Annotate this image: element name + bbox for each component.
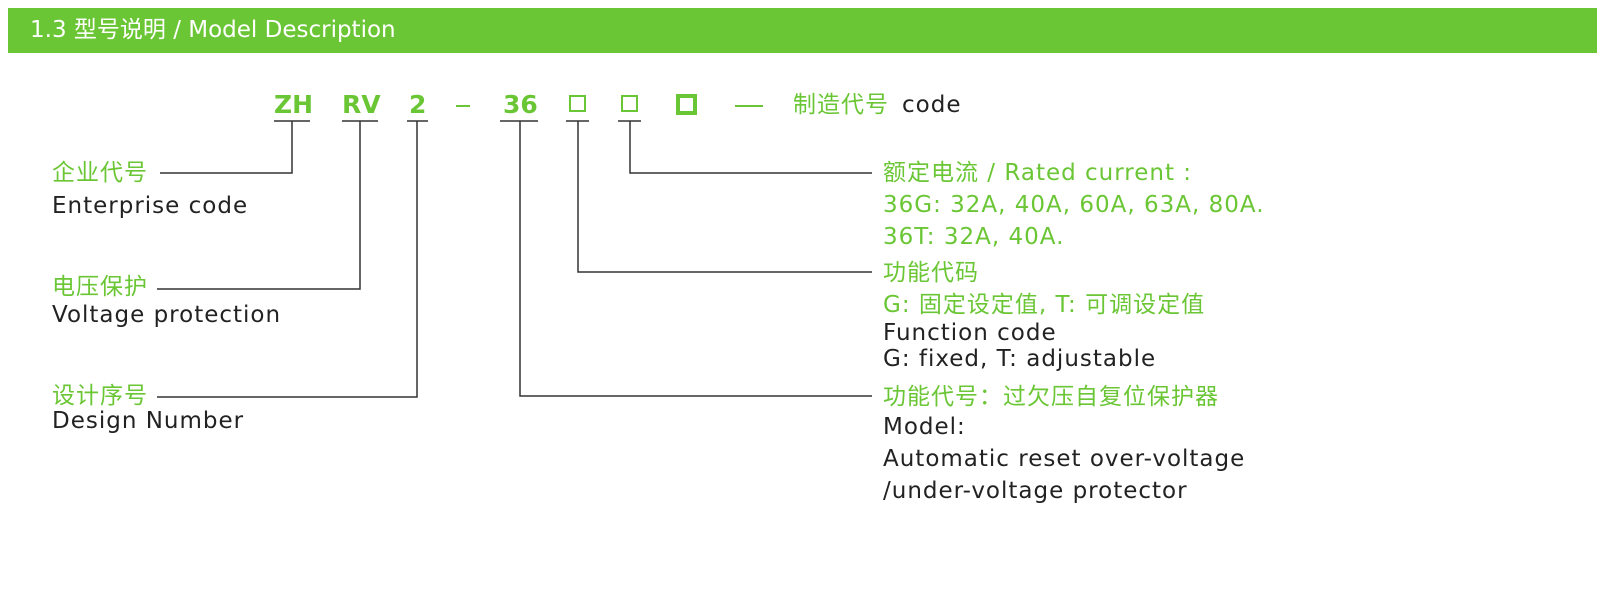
connector-design (157, 121, 418, 398)
function-code-cn-desc: G: 固定设定值, T: 可调设定值 (883, 292, 1206, 318)
voltage-protection-cn: 电压保护 (52, 274, 148, 300)
connector-model (519, 121, 872, 397)
connector-enterprise (160, 121, 293, 174)
code-placeholder-box-3 (676, 94, 697, 115)
rated-current-36t: 36T: 32A, 40A. (883, 224, 1065, 250)
section-header: 1.3 型号说明 / Model Description (8, 8, 1597, 53)
function-code-en-title: Function code (883, 320, 1057, 346)
connector-rated (629, 121, 872, 174)
rated-current-36g: 36G: 32A, 40A, 60A, 63A, 80A. (883, 192, 1265, 218)
connector-function (577, 121, 872, 273)
function-code-en-desc: G: fixed, T: adjustable (883, 346, 1157, 372)
voltage-protection-en: Voltage protection (52, 302, 282, 328)
connector-voltage (157, 121, 361, 290)
model-en-line1: Automatic reset over-voltage (883, 446, 1246, 472)
enterprise-code-cn: 企业代号 (52, 160, 148, 186)
code-segment-2: 2 (409, 90, 427, 119)
function-code-cn-title: 功能代码 (883, 260, 979, 286)
code-placeholder-box-1 (569, 95, 586, 112)
code-separator (456, 105, 470, 107)
rated-current-title: 额定电流 / Rated current : (883, 160, 1193, 186)
model-cn: 功能代号：过欠压自复位保护器 (883, 384, 1219, 410)
design-number-cn: 设计序号 (52, 383, 148, 409)
code-segment-36: 36 (503, 90, 538, 119)
code-segment-rv: RV (342, 90, 381, 119)
model-en-line2: /under-voltage protector (883, 478, 1188, 504)
code-segment-zh: ZH (274, 90, 314, 119)
code-placeholder-box-2 (621, 95, 638, 112)
design-number-en: Design Number (52, 408, 245, 434)
model-en-title: Model: (883, 414, 966, 440)
code-em-dash (735, 105, 763, 107)
enterprise-code-en: Enterprise code (52, 193, 249, 219)
section-title: 1.3 型号说明 / Model Description (30, 17, 396, 43)
manufacturer-code-en: code (902, 92, 962, 118)
manufacturer-code-label: 制造代号 (793, 92, 889, 118)
